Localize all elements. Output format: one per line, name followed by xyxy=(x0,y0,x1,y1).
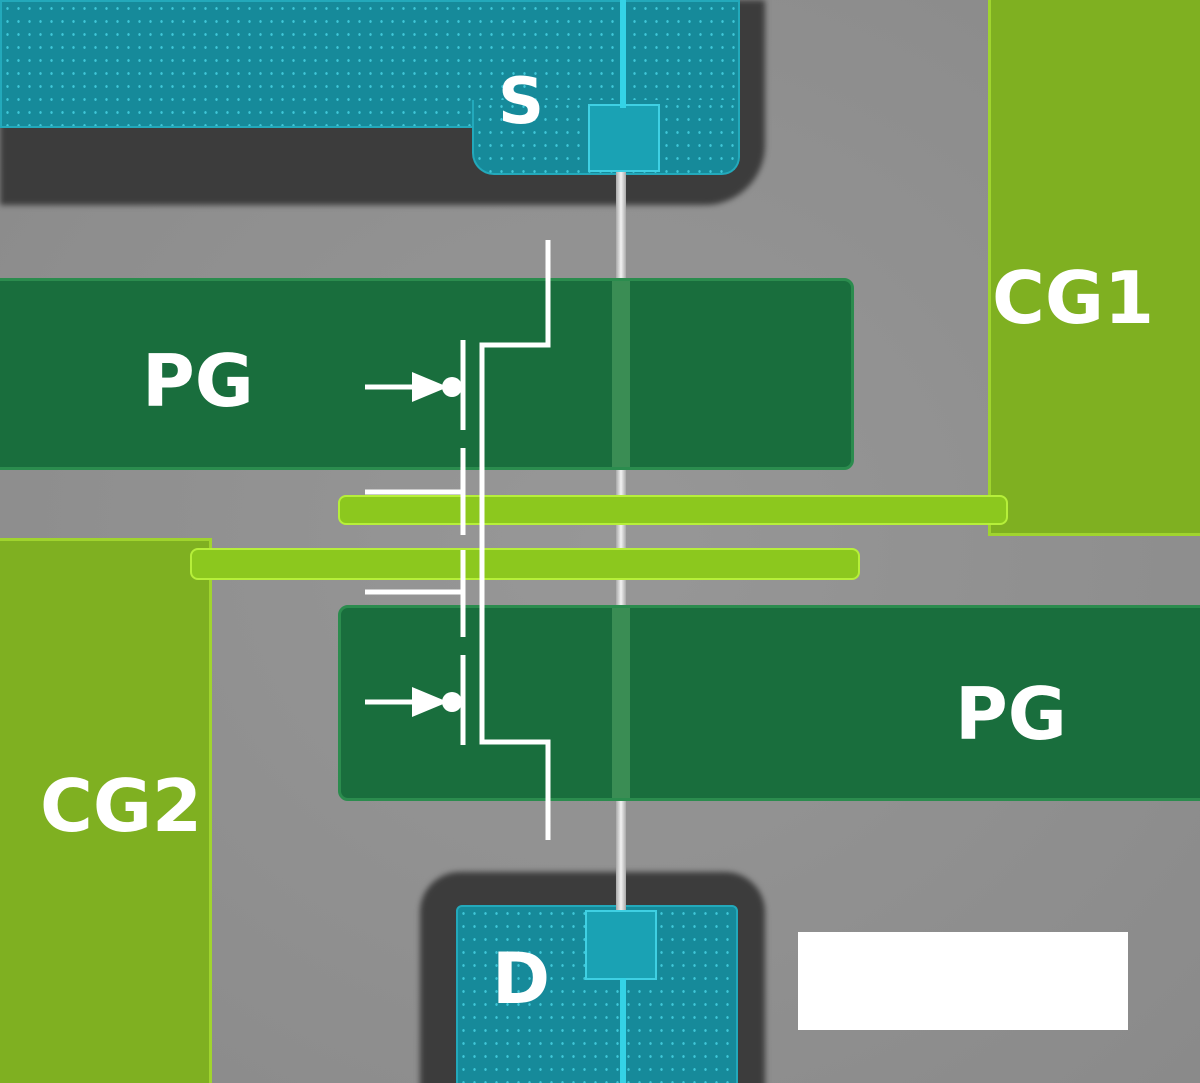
arrow-dot-icon xyxy=(442,377,462,397)
scale-bar-icon xyxy=(798,932,1128,1030)
plunger-gate-top xyxy=(0,278,854,470)
drain-label: D xyxy=(492,938,551,1020)
source-pad xyxy=(588,104,660,172)
arrow-head-icon xyxy=(412,687,448,717)
control-gate-2-finger xyxy=(190,548,860,580)
circuit-channel-line xyxy=(479,240,551,840)
drain-pad xyxy=(585,910,657,980)
plunger-gate-top-label: PG xyxy=(142,339,254,423)
nanowire-lower-thin xyxy=(620,978,626,1083)
plunger-gate-bottom-label: PG xyxy=(955,672,1067,756)
nanowire-under-top-gate xyxy=(612,281,630,467)
nanowire-under-bottom-gate xyxy=(612,608,630,798)
control-gate-1-finger xyxy=(338,495,1008,525)
nanowire-upper-thin xyxy=(620,0,626,108)
control-gate-2-label: CG2 xyxy=(40,764,203,848)
source-label: S xyxy=(498,65,545,139)
arrow-dot-icon xyxy=(442,692,462,712)
nanowire xyxy=(616,172,626,910)
arrow-head-icon xyxy=(412,372,448,402)
control-gate-1-label: CG1 xyxy=(992,256,1155,340)
control-gate-1 xyxy=(988,0,1200,536)
control-gate-2 xyxy=(0,538,212,1083)
